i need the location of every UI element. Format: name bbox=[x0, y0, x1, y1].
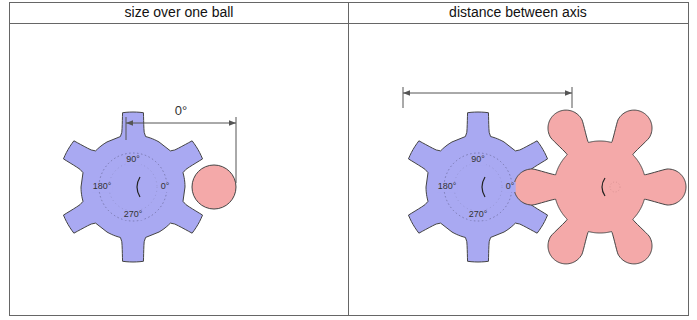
angle-label: 270° bbox=[468, 210, 489, 220]
angle-label: 0° bbox=[160, 182, 171, 192]
center-mark bbox=[137, 177, 140, 197]
angle-label: 180° bbox=[437, 182, 458, 192]
gear-outline bbox=[63, 112, 202, 262]
angle-ticks bbox=[109, 163, 157, 211]
angle-label: 270° bbox=[123, 210, 144, 220]
table-header: distance between axis bbox=[449, 5, 587, 20]
table-grid bbox=[10, 3, 689, 316]
angle-label: 90° bbox=[125, 155, 141, 165]
gear bbox=[63, 112, 202, 262]
table-header: size over one ball bbox=[125, 5, 234, 20]
angle-ticks bbox=[454, 163, 502, 211]
star-outline bbox=[514, 110, 686, 264]
dimension-label: 0° bbox=[175, 104, 187, 118]
ball bbox=[192, 165, 236, 209]
angle-label: 180° bbox=[92, 182, 113, 192]
angle-label: 90° bbox=[470, 155, 486, 165]
star-wheel bbox=[514, 110, 686, 264]
center-mark bbox=[482, 177, 485, 197]
center-mark bbox=[602, 178, 605, 196]
angle-label: 0° bbox=[505, 182, 516, 192]
dimension-lines bbox=[126, 87, 572, 183]
center-dot bbox=[610, 182, 620, 192]
